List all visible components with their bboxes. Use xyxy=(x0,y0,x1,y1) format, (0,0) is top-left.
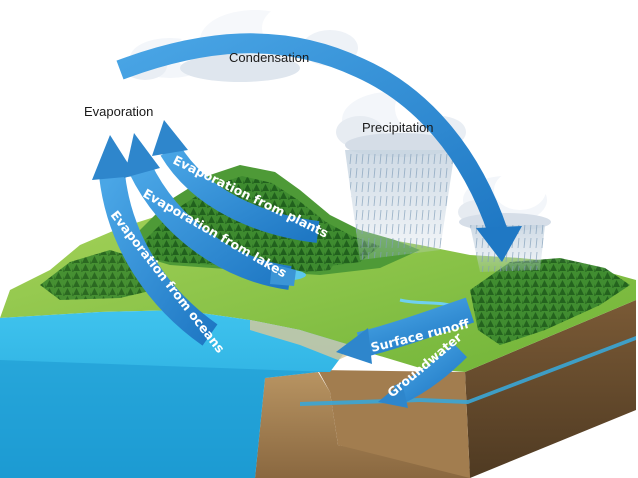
label-evaporation: Evaporation xyxy=(84,104,153,119)
label-condensation: Condensation xyxy=(229,50,309,65)
label-precipitation: Precipitation xyxy=(362,120,434,135)
